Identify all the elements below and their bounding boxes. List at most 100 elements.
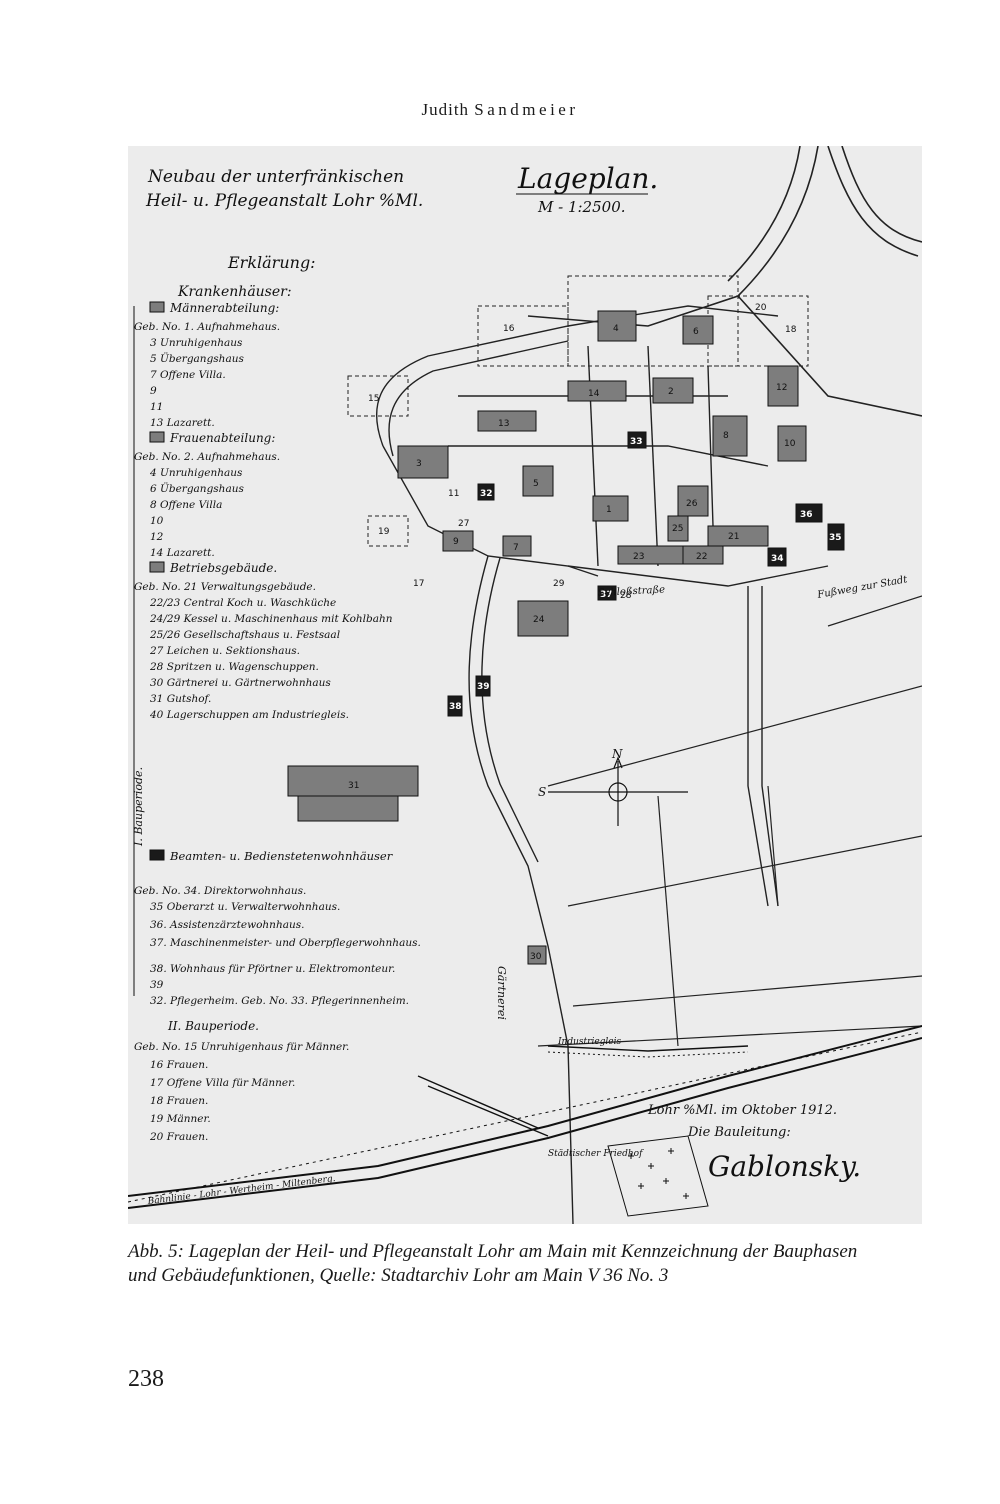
- building-32: [477, 483, 495, 501]
- svg-text:26: 26: [686, 499, 698, 509]
- svg-text:36: 36: [800, 510, 813, 520]
- periode-2-item: Geb. No. 15 Unruhigenhaus für Männer.: [134, 1041, 349, 1053]
- building-31-b: [297, 795, 399, 822]
- building-30: [527, 945, 547, 965]
- garden-label: Gärtnerei: [495, 966, 508, 1020]
- page-number: 238: [128, 1366, 164, 1392]
- frauen-item: 4 Unruhigenhaus: [149, 467, 243, 479]
- author-first-name: Judith: [421, 100, 470, 119]
- betrieb-item: 28 Spritzen u. Wagenschuppen.: [149, 661, 319, 673]
- svg-text:38: 38: [449, 702, 462, 712]
- svg-text:30: 30: [530, 952, 542, 962]
- legend-heading: Erklärung:: [227, 253, 316, 272]
- svg-text:19: 19: [378, 527, 390, 537]
- svg-text:29: 29: [553, 579, 565, 589]
- legend: Erklärung: Krankenhäuser: Männerabteilun…: [132, 253, 421, 1143]
- building-26: [677, 485, 709, 517]
- frauen-item: Geb. No. 2. Aufnahmehaus.: [134, 451, 280, 463]
- frauen-item: 6 Übergangshaus: [150, 481, 244, 495]
- svg-text:33: 33: [630, 437, 643, 447]
- building-33: [627, 431, 647, 449]
- frauen-item: 8 Offene Villa: [150, 499, 222, 511]
- building-38: [447, 695, 463, 717]
- industry-spur-label: Industriegleis: [557, 1037, 621, 1047]
- betrieb-item: Geb. No. 21 Verwaltungsgebäude.: [134, 581, 316, 593]
- beamten-item: 39: [150, 979, 164, 991]
- building-2: [652, 377, 694, 404]
- beamten-item: 37. Maschinenmeister- und Oberpflegerwoh…: [150, 937, 421, 949]
- compass-north-label: N: [611, 747, 623, 761]
- frauen-item: 12: [150, 531, 164, 543]
- cemetery-crosses: [607, 1135, 709, 1217]
- beamten-heading: Beamten- u. Bedienstetenwohnhäuser: [169, 849, 394, 863]
- svg-text:35: 35: [829, 533, 842, 543]
- svg-text:18: 18: [785, 325, 797, 335]
- svg-text:16: 16: [503, 324, 515, 334]
- compass-rose: [548, 756, 688, 826]
- building-21: [707, 525, 769, 547]
- author-last-name: Sandmeier: [474, 100, 579, 119]
- running-header: Judith Sandmeier: [0, 100, 1000, 120]
- building-number-labels: 3 13 14 4 6 2 8 12 10 5 1 9 7 26 25 21 2…: [348, 303, 842, 962]
- periode-2-item: 17 Offene Villa für Männer.: [150, 1077, 295, 1089]
- hospital-buildings: [287, 310, 807, 965]
- lageplan-title: Lageplan.: [517, 162, 658, 195]
- betrieb-item: 22/23 Central Koch u. Waschküche: [149, 597, 336, 609]
- cemetery-label: Städtischer Friedhof: [548, 1149, 644, 1159]
- maenner-item: Geb. No. 1. Aufnahmehaus.: [134, 321, 280, 333]
- legend-swatch-maenner: [149, 301, 165, 313]
- plan-title-line-2: Heil- u. Pflegeanstalt Lohr %Ml.: [145, 191, 423, 211]
- building-39: [475, 675, 491, 697]
- maenner-item: 11: [150, 401, 163, 413]
- compass-south-label: S: [538, 785, 546, 799]
- building-35: [827, 523, 845, 551]
- svg-text:32: 32: [480, 489, 493, 499]
- signature-office: Die Bauleitung:: [687, 1125, 791, 1140]
- svg-text:13: 13: [498, 419, 509, 429]
- svg-text:2: 2: [668, 387, 674, 397]
- svg-text:4: 4: [613, 324, 619, 334]
- figure-caption: Abb. 5: Lageplan der Heil- und Pflegeans…: [128, 1241, 858, 1286]
- frauen-item: 10: [150, 515, 164, 527]
- svg-text:23: 23: [633, 552, 644, 562]
- signature-name: Gablonsky.: [708, 1150, 861, 1183]
- svg-text:14: 14: [588, 389, 600, 399]
- svg-text:10: 10: [784, 439, 796, 449]
- building-13: [477, 410, 537, 432]
- svg-text:24: 24: [533, 615, 545, 625]
- beamten-item: 38. Wohnhaus für Pförtner u. Elektromont…: [150, 963, 395, 975]
- beamten-item: 36. Assistenzärztewohnhaus.: [150, 919, 304, 931]
- bauperiode-1-label: I. Bauperiode.: [132, 767, 145, 847]
- building-36: [795, 503, 823, 523]
- betrieb-item: 27 Leichen u. Sektionshaus.: [149, 645, 300, 657]
- betrieb-item: 24/29 Kessel u. Maschinenhaus mit Kohlba…: [149, 613, 393, 625]
- frauen-item: 14 Lazarett.: [150, 547, 215, 559]
- field-boundaries: [537, 595, 922, 1047]
- maenner-item: 3 Unruhigenhaus: [150, 337, 243, 349]
- building-3: [397, 445, 449, 479]
- street-label: Schloßstraße: [598, 584, 666, 599]
- betrieb-heading: Betriebsgebäude.: [169, 561, 277, 575]
- legend-swatch-beamten: [149, 849, 165, 861]
- bauperiode-2-label: II. Bauperiode.: [167, 1019, 259, 1033]
- signature-date: Lohr %Ml. im Oktober 1912.: [647, 1103, 837, 1118]
- svg-text:11: 11: [448, 489, 459, 499]
- svg-text:7: 7: [513, 543, 519, 553]
- building-31-a: [287, 765, 419, 797]
- plan-paper: [128, 146, 922, 1224]
- building-8: [712, 415, 748, 457]
- legend-swatch-frauen: [149, 431, 165, 443]
- svg-text:25: 25: [672, 524, 683, 534]
- betrieb-item: 25/26 Gesellschaftshaus u. Festsaal: [149, 629, 340, 641]
- beamten-item: Geb. No. 34. Direktorwohnhaus.: [134, 885, 306, 897]
- building-34: [767, 547, 787, 567]
- periode-2-item: 19 Männer.: [150, 1113, 211, 1125]
- building-25: [667, 515, 689, 542]
- building-7: [502, 535, 532, 557]
- betrieb-item: 30 Gärtnerei u. Gärtnerwohnhaus: [150, 677, 331, 689]
- plan-title-line-1: Neubau der unterfränkischen: [147, 167, 404, 187]
- svg-text:39: 39: [477, 682, 490, 692]
- maenner-item: 13 Lazarett.: [150, 417, 215, 429]
- svg-text:8: 8: [723, 431, 729, 441]
- svg-text:22: 22: [696, 552, 707, 562]
